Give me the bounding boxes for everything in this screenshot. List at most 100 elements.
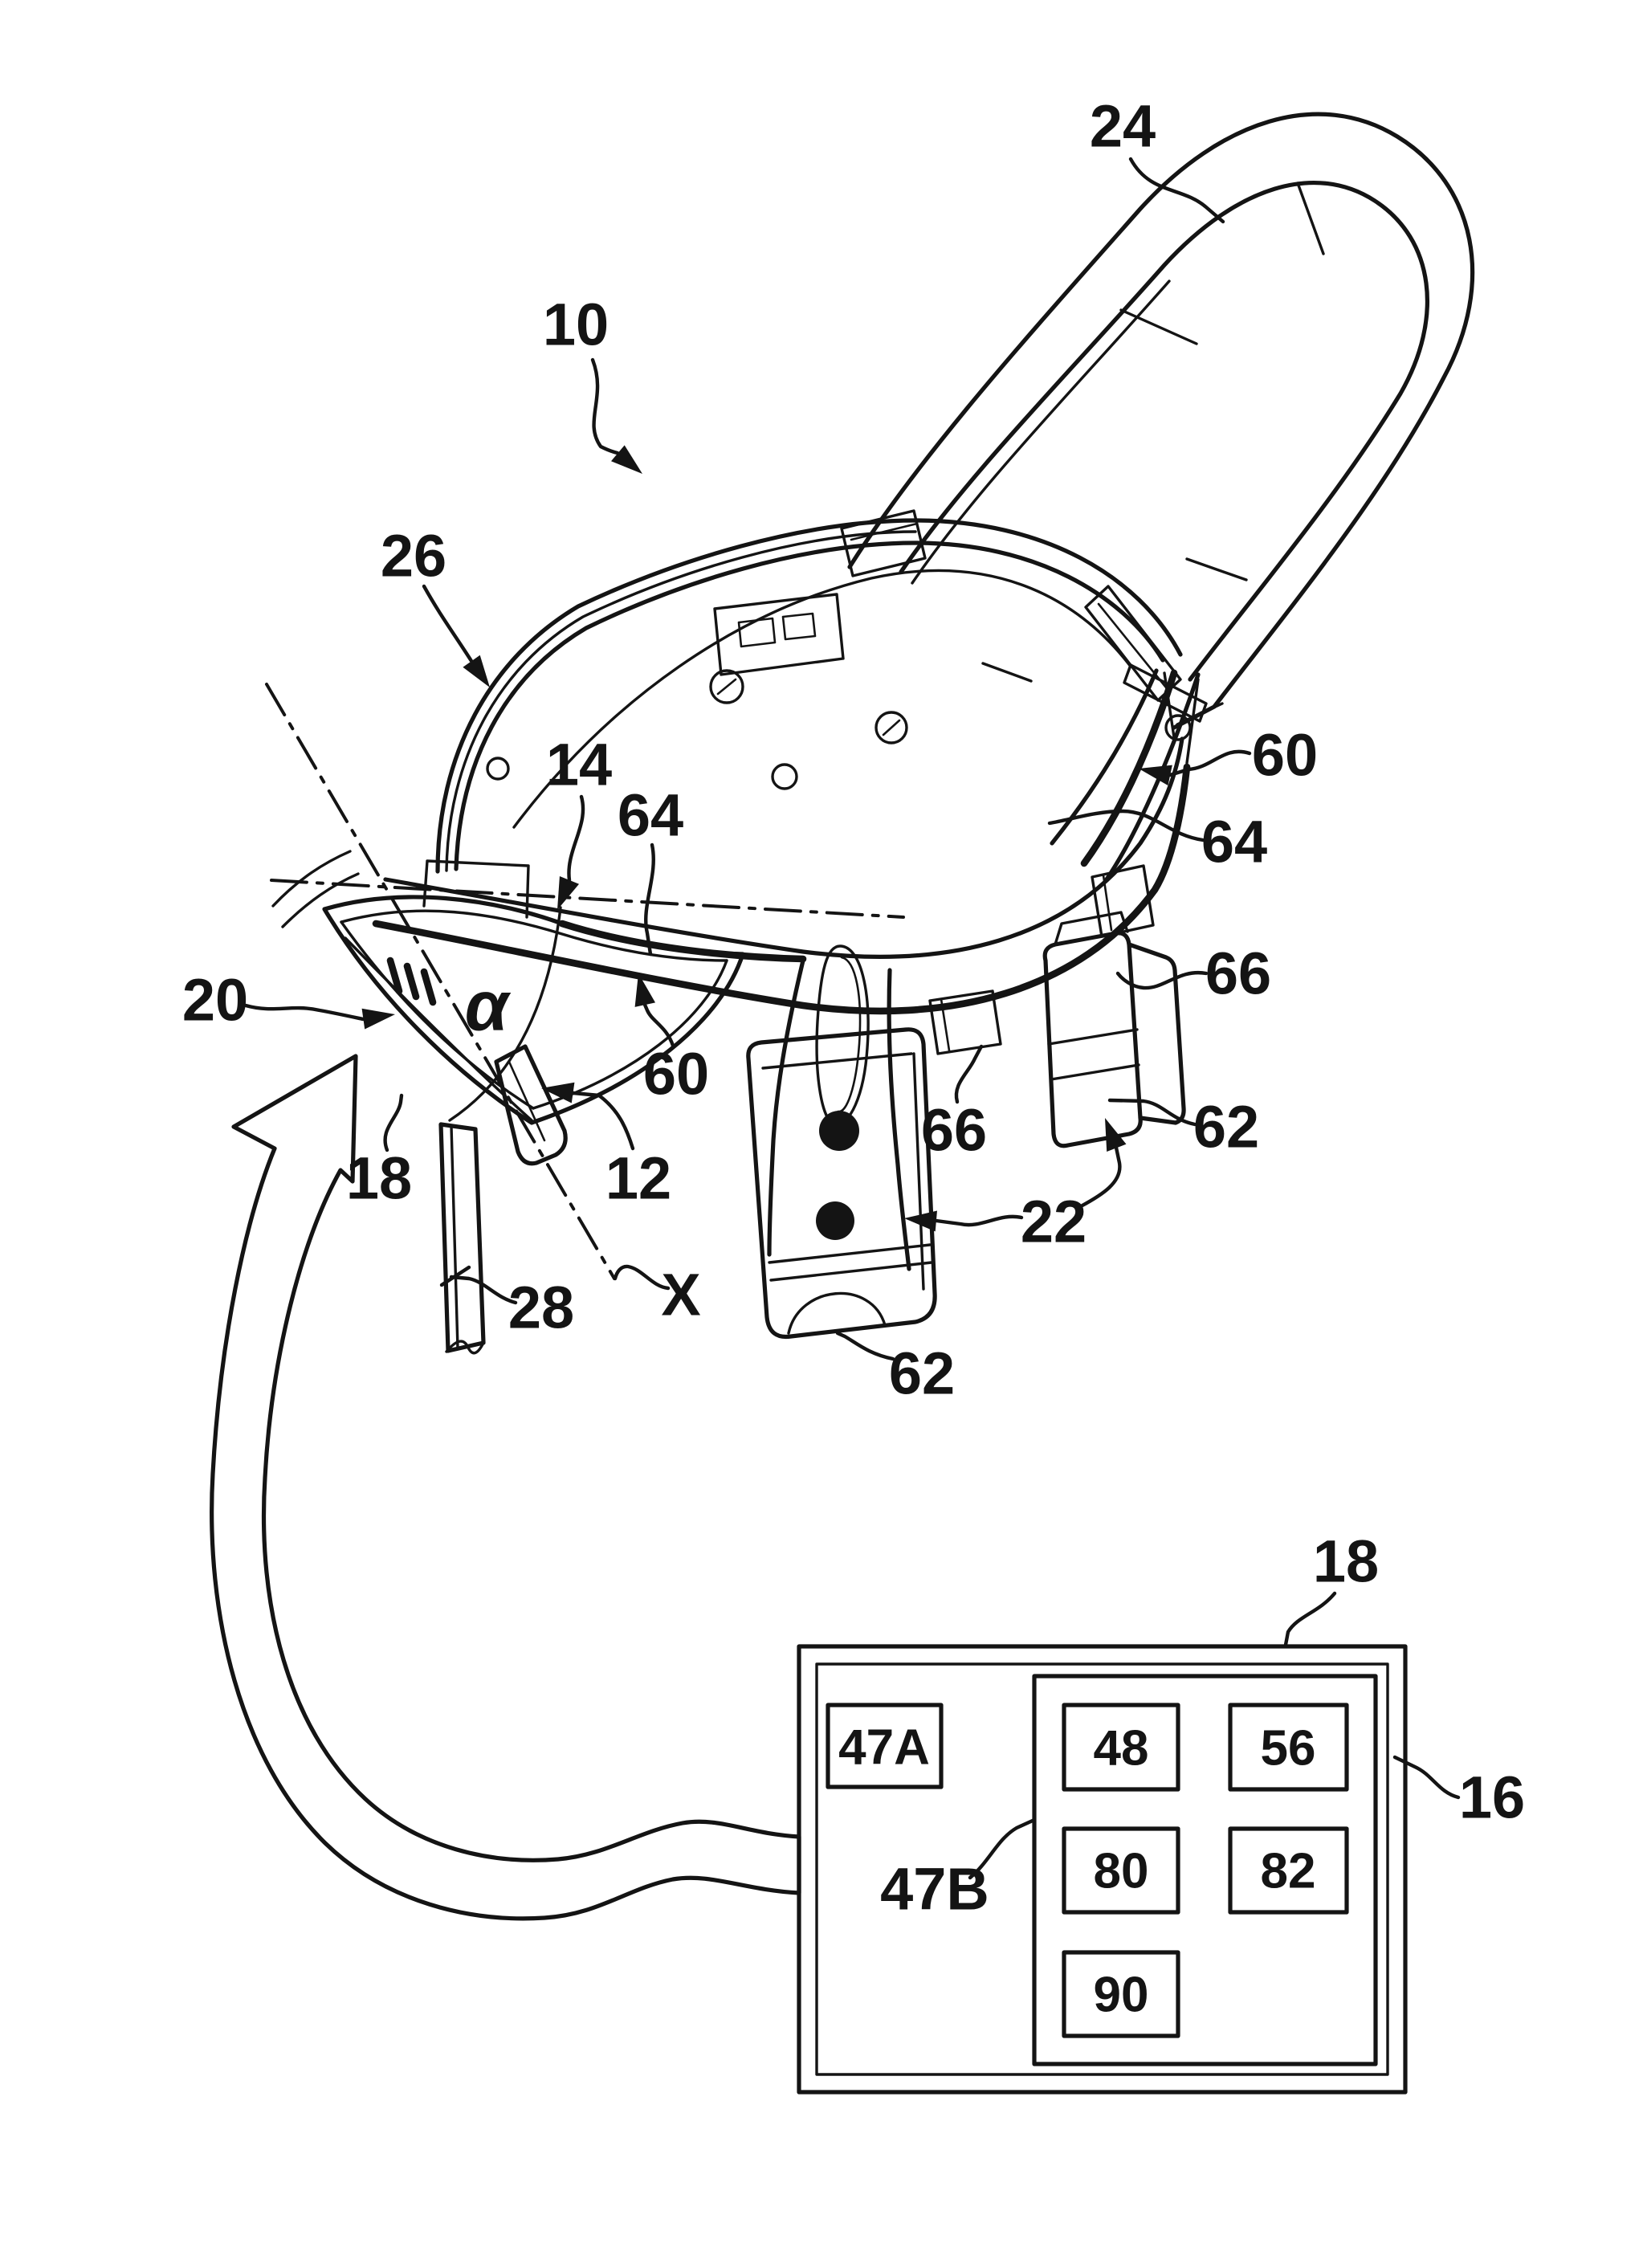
- screw-2-slot: [716, 678, 737, 695]
- shield-outer: [322, 895, 745, 1125]
- arrow-20: [361, 1008, 395, 1030]
- label-ref-14: 14: [546, 732, 612, 798]
- temple-column: [746, 944, 937, 1340]
- column-right-edge: [887, 968, 911, 1271]
- label-ref-alpha: α: [465, 966, 512, 1046]
- chin-strap: [438, 1122, 486, 1355]
- band-accent-line: [445, 530, 917, 872]
- connector-arrow: [210, 1054, 801, 1921]
- label-ref-62-right: 62: [1193, 1094, 1259, 1161]
- rear-plate-slot-2: [781, 612, 817, 641]
- screws: [486, 669, 1192, 790]
- arrow-12: [541, 1082, 575, 1103]
- band-outer-edge: [435, 518, 1183, 874]
- headband-loop: [847, 112, 1475, 730]
- leader-10: [590, 357, 620, 455]
- loop-outer-edge: [847, 112, 1475, 730]
- block-80-box: [1062, 1826, 1180, 1915]
- arrow-10: [611, 445, 642, 474]
- label-ref-62-bottom: 62: [889, 1340, 955, 1407]
- axis-x-line: [265, 683, 616, 1280]
- connector-arrow-outline: [210, 1054, 801, 1921]
- bracket-bottom-inner: [940, 997, 951, 1052]
- label-ref-26: 26: [381, 523, 446, 589]
- ear-module-u-notch: [787, 1291, 887, 1335]
- leader-14: [567, 794, 585, 883]
- strap-clamp-inner: [850, 522, 919, 541]
- loop-seam-2: [1296, 182, 1325, 255]
- label-ref-18-front: 18: [346, 1145, 412, 1212]
- loop-inner-edge: [899, 181, 1429, 682]
- label-ref-22: 22: [1021, 1189, 1086, 1255]
- leader-62-right: [1107, 1098, 1197, 1127]
- label-ref-66-bottom: 66: [921, 1097, 987, 1164]
- screw-5: [1164, 714, 1192, 741]
- shield-tick-3: [420, 968, 437, 1006]
- block-56-box: [1228, 1703, 1349, 1792]
- guide-slot-plate: [1084, 585, 1182, 702]
- leader-18-front: [383, 1093, 404, 1152]
- label-ref-60-right: 60: [1252, 722, 1318, 789]
- block-82-box: [1228, 1826, 1349, 1915]
- ear-module-inner-right: [912, 1052, 925, 1291]
- arrow-14: [557, 876, 580, 910]
- shield-tick-2: [403, 962, 420, 1001]
- leader-22-up: [1078, 1145, 1122, 1209]
- axis-horizontal-line: [270, 879, 905, 919]
- arrow-60-right: [1139, 765, 1172, 786]
- label-ref-12: 12: [605, 1145, 671, 1212]
- label-ref-66-right: 66: [1205, 940, 1271, 1007]
- band-left-tail-1: [271, 850, 352, 908]
- loop-end-seam: [1176, 702, 1224, 726]
- browband-bottom-edge: [372, 763, 1191, 1015]
- screw-4: [874, 711, 908, 744]
- label-ref-64-right: 64: [1201, 809, 1267, 875]
- ear-module-inner-top: [761, 1052, 913, 1070]
- label-block-47A: 47A: [838, 1720, 930, 1776]
- leader-18-box: [1283, 1591, 1337, 1647]
- label-ref-47B: 47B: [880, 1856, 989, 1923]
- leader-22-left: [934, 1214, 1024, 1227]
- block-90-box: [1062, 1950, 1180, 2038]
- block-47A-box: [826, 1703, 944, 1789]
- leader-X: [613, 1264, 671, 1291]
- shield-top-tab: [422, 859, 530, 919]
- label-ref-28: 28: [508, 1275, 574, 1341]
- nose-piece: [494, 1044, 568, 1166]
- loop-seam-4: [981, 662, 1033, 683]
- browband-frame: [372, 671, 1200, 1015]
- leader-26: [422, 584, 474, 663]
- speaker-crease-2: [1050, 1063, 1140, 1081]
- column-slot-inner: [837, 956, 862, 1113]
- rail-left-edge: [1050, 668, 1159, 846]
- bracket-right: [1091, 864, 1155, 938]
- label-ref-64-center: 64: [618, 782, 683, 849]
- browband-dark-underline: [558, 920, 807, 963]
- block-47B-box: [1032, 1674, 1378, 2066]
- alpha-angle-arc: [448, 906, 562, 1122]
- controller-inner-box: [815, 1662, 1389, 2076]
- label-block-90: 90: [1094, 1968, 1149, 2023]
- ear-module-outline: [746, 1027, 937, 1340]
- leader-66-bottom: [954, 1044, 984, 1104]
- label-ref-10: 10: [543, 292, 609, 358]
- speaker-crease-1: [1047, 1028, 1139, 1046]
- label-ref-X: X: [661, 1262, 700, 1328]
- leader-16: [1392, 1755, 1461, 1800]
- strap-outline: [438, 1122, 486, 1353]
- leader-20: [243, 1003, 365, 1022]
- controller-outer-box: [797, 1644, 1408, 2095]
- junction-plate: [1123, 663, 1208, 723]
- loop-inner-accent: [911, 279, 1171, 585]
- label-block-56: 56: [1261, 1721, 1316, 1776]
- leader-12: [571, 1091, 635, 1151]
- arrow-60-center: [634, 973, 656, 1007]
- leader-66-right: [1115, 970, 1209, 990]
- rail-right-edge: [1104, 672, 1201, 882]
- bracket-right-inner: [1102, 874, 1113, 932]
- leader-62-bottom: [835, 1331, 895, 1361]
- rear-plate-slot-1: [737, 617, 777, 648]
- screw-2: [709, 669, 744, 704]
- ear-module-hole-2: [816, 1201, 854, 1240]
